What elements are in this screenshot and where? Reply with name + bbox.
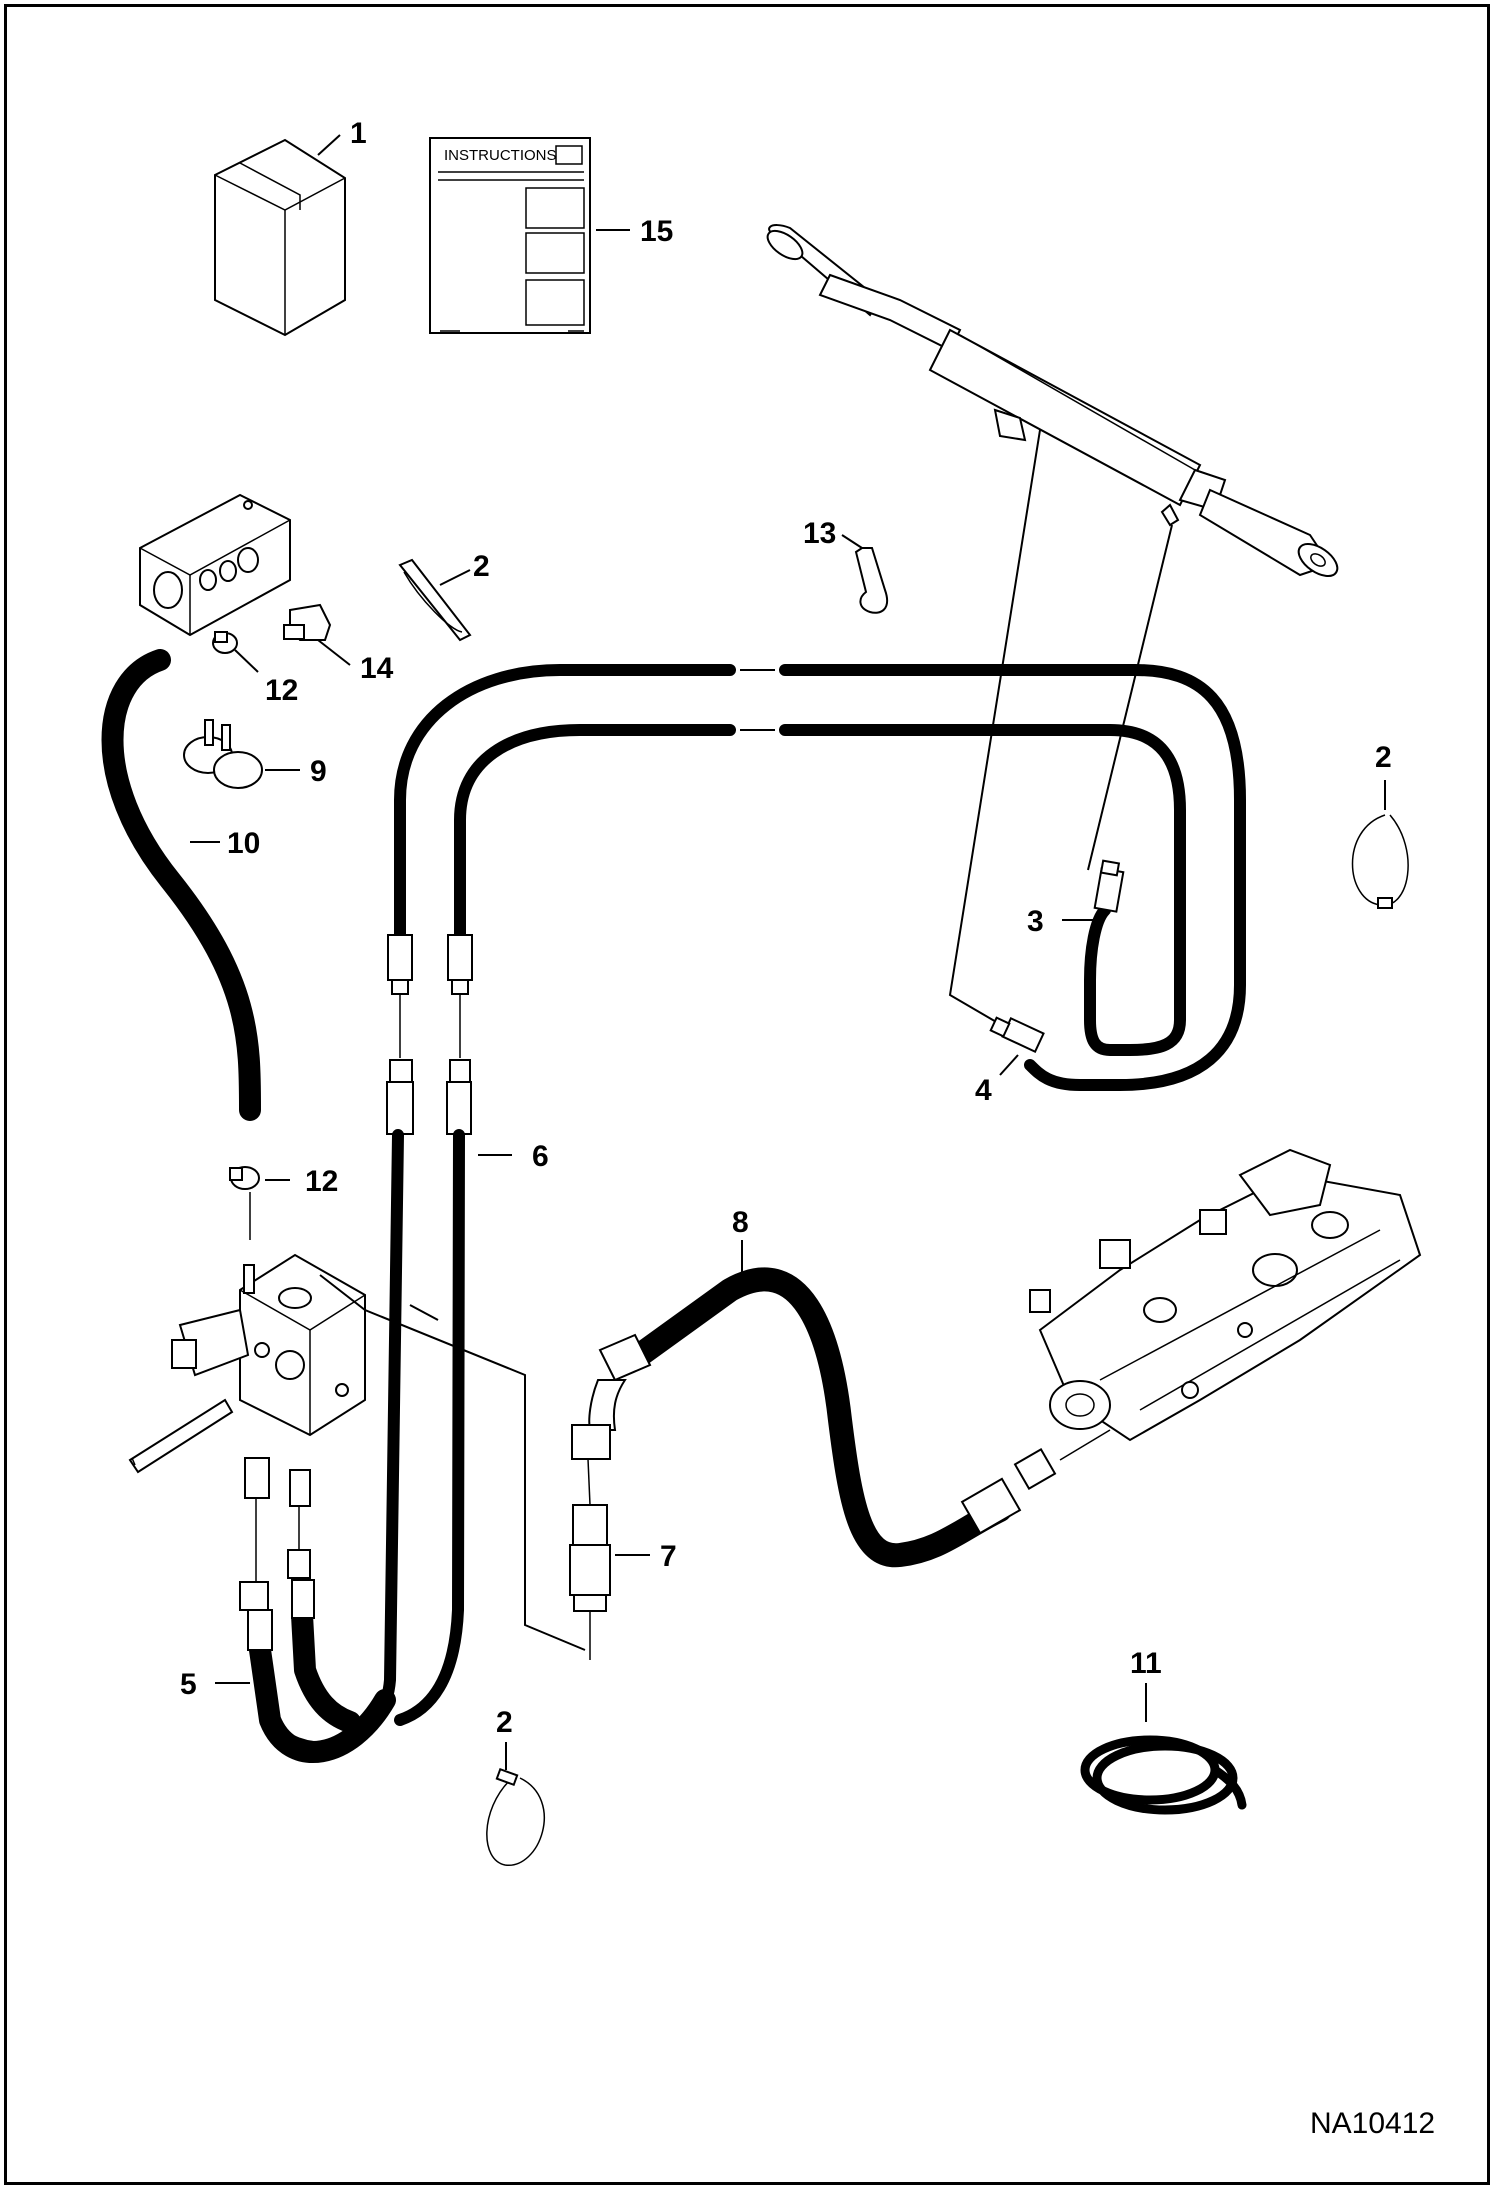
cable-tie-right — [1351, 814, 1409, 909]
drain-hose — [101, 649, 261, 1121]
callout-13: 13 — [803, 517, 836, 550]
callout-5: 5 — [180, 1668, 197, 1701]
callout-3: 3 — [1027, 905, 1044, 938]
callout-6: 6 — [532, 1140, 549, 1173]
callout-11: 11 — [1130, 1647, 1162, 1680]
hose-5-crimps — [247, 1579, 315, 1651]
valve-port-fittings — [239, 1457, 311, 1611]
hose-clamp-upper — [212, 631, 238, 654]
leader-cylinder-port-b — [1087, 524, 1173, 871]
callout-8: 8 — [732, 1206, 749, 1239]
figure-code: NA10412 — [1310, 2107, 1435, 2140]
coiled-tubing — [1080, 1735, 1247, 1815]
cable-tie-bottom — [486, 1767, 546, 1866]
hose-clamp-lower — [229, 1166, 260, 1190]
callout-2-top: 2 — [473, 550, 490, 583]
leader-2-top — [439, 569, 471, 586]
hose-fitting-3 — [1093, 859, 1125, 913]
hydraulic-pump — [1029, 1148, 1422, 1442]
hose-6-fittings — [386, 1059, 472, 1135]
callout-10: 10 — [227, 827, 260, 860]
callout-12-upper: 12 — [265, 674, 298, 707]
leader-valve-to-6 — [409, 1304, 439, 1321]
cable-tie-top — [398, 558, 472, 642]
hose-4-right — [779, 664, 1246, 1091]
callout-2-bottom: 2 — [496, 1706, 513, 1739]
callout-2-right: 2 — [1375, 741, 1392, 774]
leader-14 — [317, 639, 351, 666]
hose-fitting-4 — [989, 1016, 1045, 1053]
leader-1 — [317, 134, 341, 156]
hose-3b-left — [454, 724, 736, 946]
hose-3b-right — [779, 724, 1186, 1056]
hydraulic-cylinder — [766, 224, 1339, 577]
hose-6b — [394, 1129, 465, 1726]
leader-13 — [841, 534, 863, 549]
hose-5b — [291, 1604, 361, 1733]
callout-4: 4 — [975, 1074, 992, 1107]
callout-7: 7 — [660, 1540, 677, 1573]
elbow-fitting — [283, 603, 332, 641]
leader-valve-to-7 — [319, 1274, 586, 1651]
valve-block — [139, 493, 291, 637]
leader-12-upper — [234, 649, 259, 673]
hose-5 — [249, 1639, 396, 1763]
callout-12-lower: 12 — [305, 1165, 338, 1198]
callout-9: 9 — [310, 755, 327, 788]
adapter-fitting — [569, 1504, 611, 1612]
callout-14: 14 — [360, 652, 394, 685]
hose-3-left — [394, 664, 736, 946]
hose-8-elbow — [571, 1333, 1057, 1535]
hose-clamps-pair — [183, 719, 263, 789]
callout-1: 1 — [350, 117, 367, 150]
hose-8 — [628, 1267, 1012, 1568]
hose-end-fittings-top — [387, 934, 473, 995]
kit-box — [214, 138, 346, 337]
instructions-label: INSTRUCTIONS — [444, 147, 557, 164]
instruction-sheet: INSTRUCTIONS — [429, 137, 591, 334]
p-clamp — [854, 547, 889, 614]
callout-15: 15 — [640, 215, 673, 248]
control-valve — [128, 1253, 366, 1474]
leader-cylinder-port-a — [948, 429, 1041, 1031]
leader-4 — [999, 1054, 1019, 1076]
